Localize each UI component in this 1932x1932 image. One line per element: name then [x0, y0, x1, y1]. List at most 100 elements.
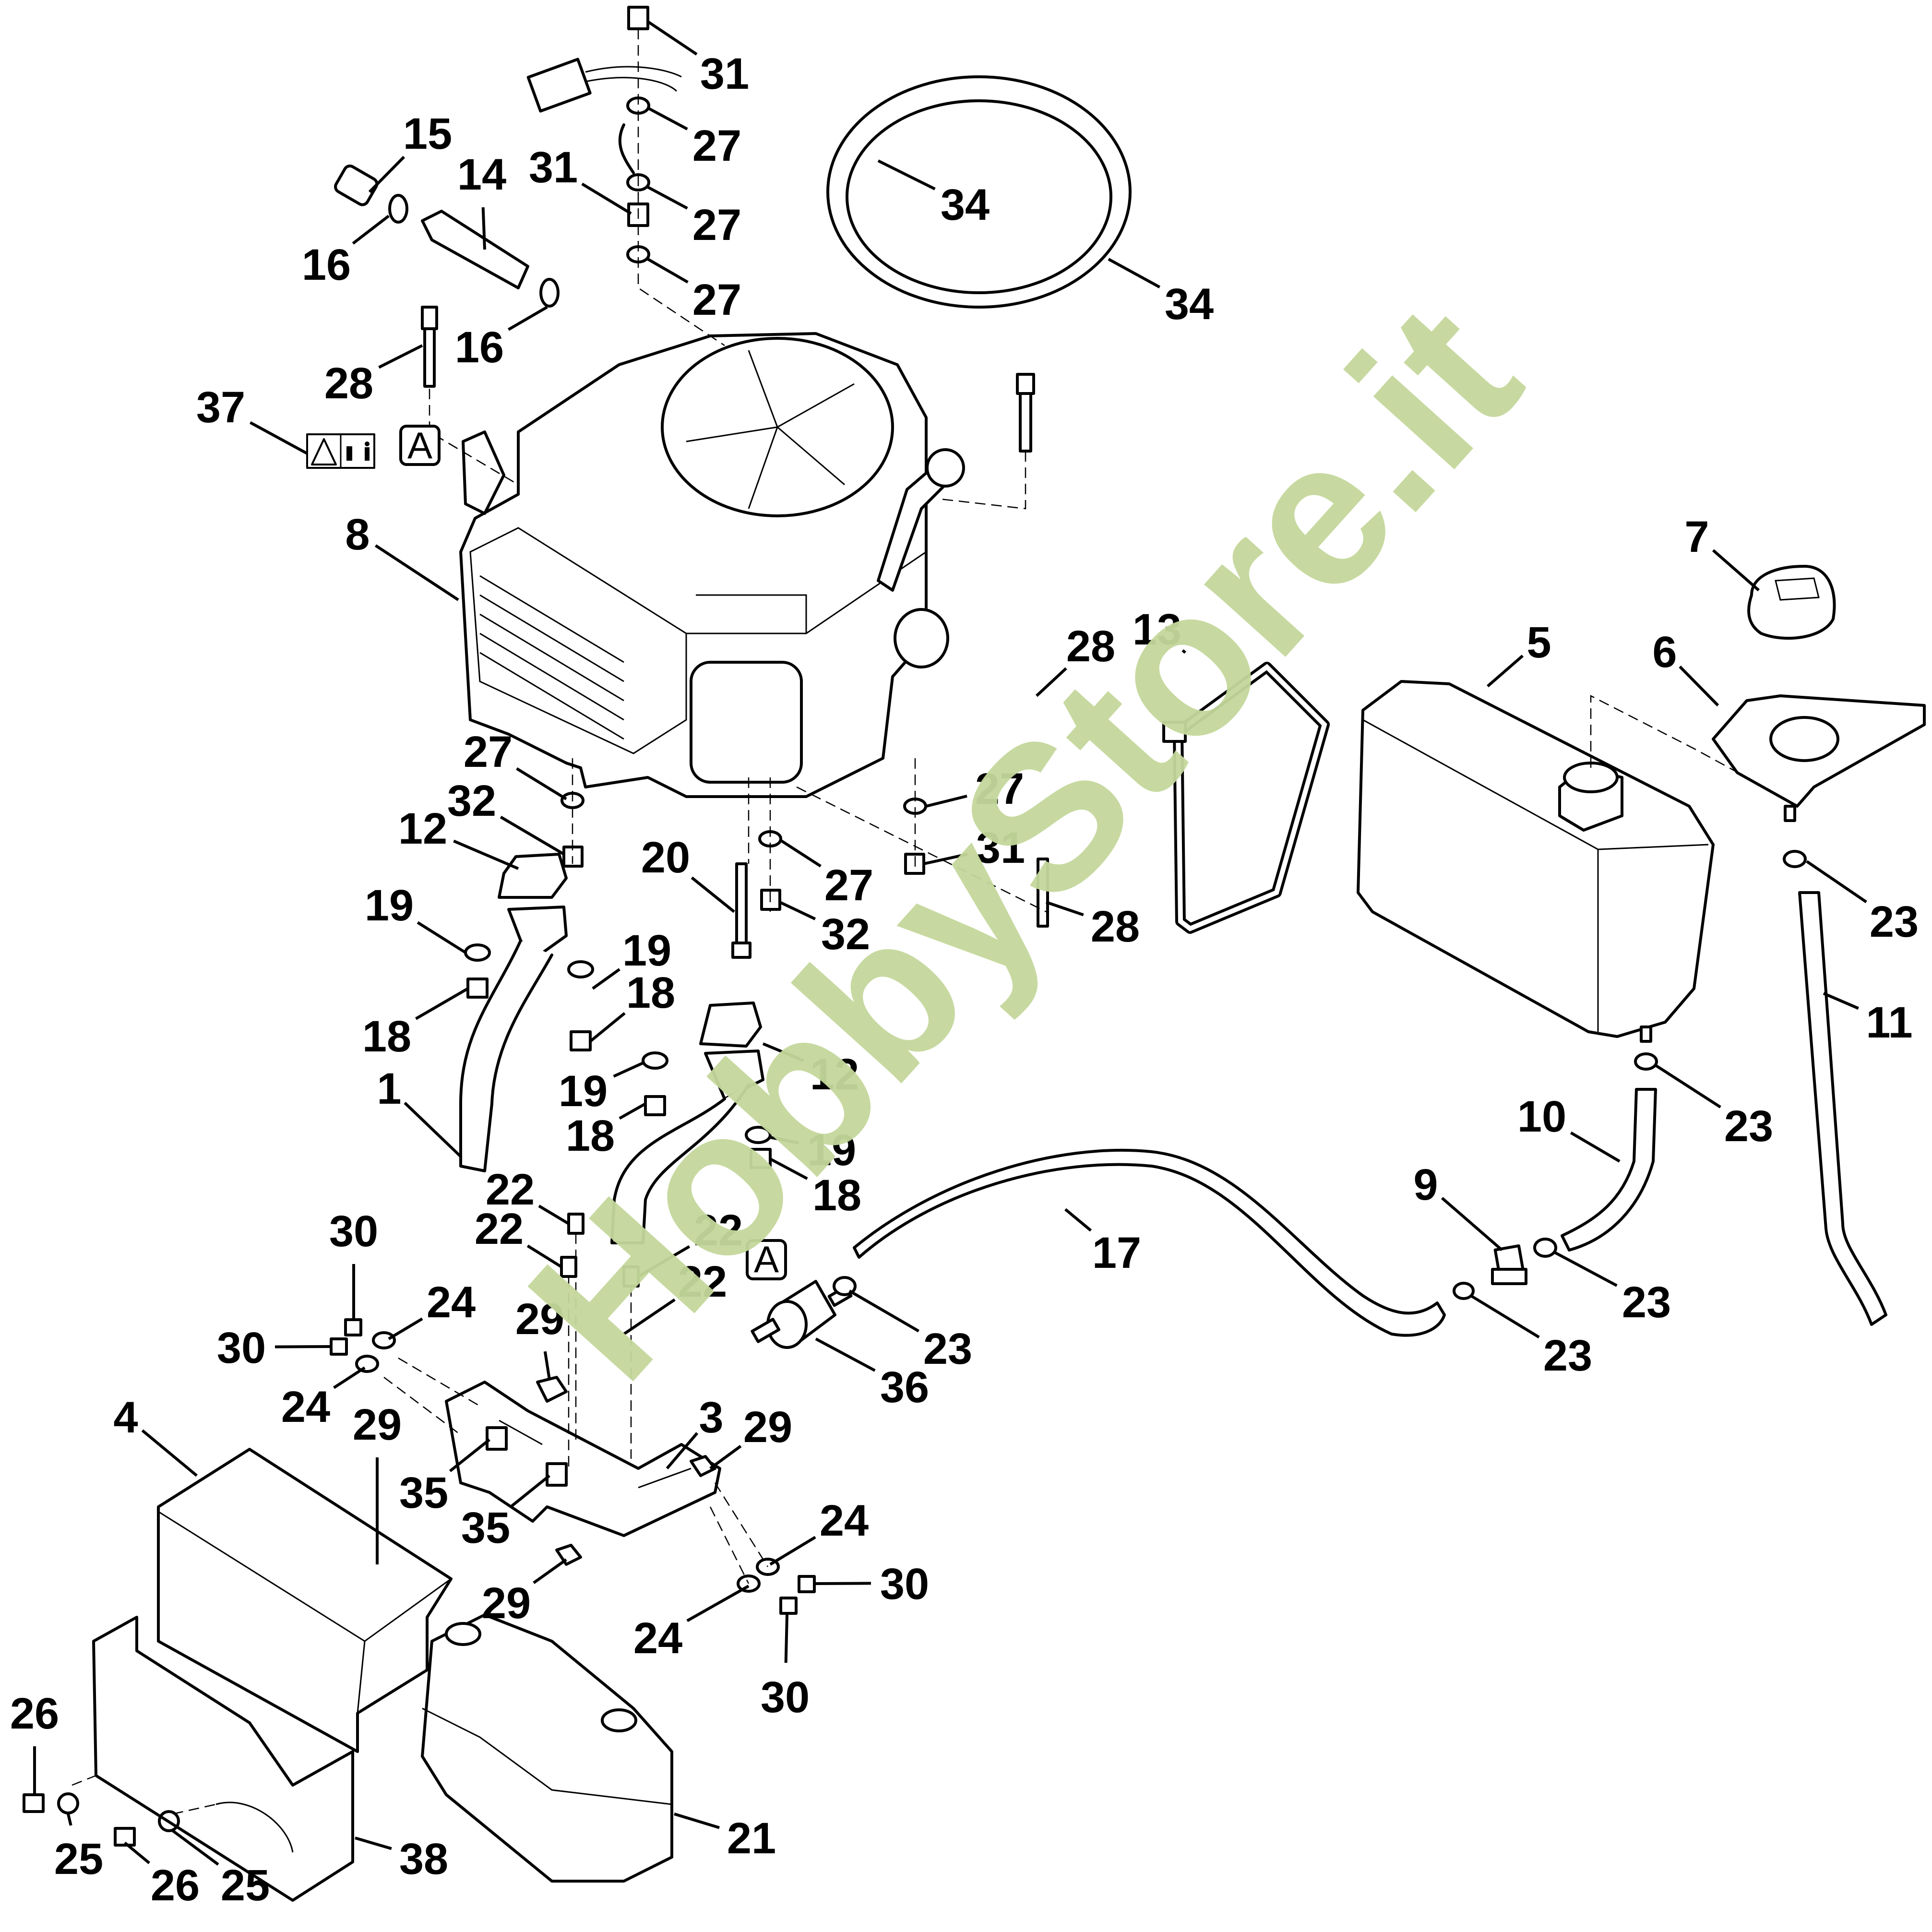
callout-24: 24: [769, 1496, 869, 1566]
leader-line: [769, 1536, 816, 1566]
callout-number: 31: [976, 823, 1025, 872]
callout-19: 19: [592, 926, 671, 990]
leader-line: [637, 1245, 691, 1278]
muffler-bracket-part: [330, 1213, 816, 1615]
leader-line: [417, 921, 466, 954]
leader-line: [1064, 1208, 1092, 1232]
leader-line: [500, 815, 565, 856]
reference-marker-text: A: [754, 1238, 779, 1280]
callout-number: 22: [486, 1165, 535, 1214]
leader-line: [1046, 901, 1084, 917]
callout-14: 14: [457, 150, 506, 250]
callout-22: 22: [475, 1205, 562, 1268]
callout-15: 15: [368, 109, 452, 193]
keep-distance-icon: [346, 446, 352, 461]
leader-line: [1470, 1294, 1540, 1339]
callout-number: 3: [699, 1393, 723, 1442]
callout-number: 24: [820, 1496, 869, 1545]
leader-line: [1570, 1131, 1621, 1163]
callout-19: 19: [770, 1126, 856, 1175]
callout-number: 23: [1543, 1331, 1592, 1380]
callout-number: 30: [329, 1207, 378, 1256]
fuel-hose-part: [1561, 1052, 1658, 1252]
leader-line: [141, 1429, 198, 1477]
callout-number: 6: [1652, 628, 1677, 677]
ring-spacer-part: [826, 75, 1132, 309]
leader-line: [1712, 549, 1760, 592]
leader-line: [647, 107, 688, 131]
callout-20: 20: [641, 833, 735, 913]
callout-6: 6: [1652, 628, 1719, 707]
callout-number: 34: [941, 180, 990, 229]
callout-number: 11: [1866, 998, 1912, 1047]
callout-30: 30: [815, 1560, 929, 1609]
callout-21: 21: [674, 1813, 776, 1863]
leader-line: [543, 1351, 551, 1380]
callout-26: 26: [10, 1689, 59, 1795]
leader-line: [378, 344, 423, 369]
leader-line: [923, 853, 968, 865]
fuel-line-part: [853, 1148, 1475, 1337]
callout-number: 14: [457, 150, 506, 199]
callout-number: 9: [1413, 1160, 1438, 1209]
leader-line: [453, 839, 519, 870]
fuel-tank-part: [1357, 680, 1715, 1043]
callout-4: 4: [113, 1393, 198, 1477]
leader-line: [762, 1042, 804, 1062]
callout-number: 31: [529, 143, 578, 192]
callout-31: 31: [529, 143, 632, 215]
callout-number: 19: [559, 1067, 608, 1116]
callout-number: 30: [761, 1673, 810, 1722]
callout-29: 29: [709, 1403, 792, 1470]
callout-12: 12: [762, 1042, 859, 1099]
callout-number: 27: [692, 275, 741, 324]
callout-18: 18: [769, 1157, 861, 1220]
callout-27: 27: [647, 107, 741, 170]
leader-line: [592, 968, 620, 990]
callout-number: 23: [1622, 1278, 1671, 1327]
callout-5: 5: [1487, 618, 1551, 688]
leader-line: [1181, 649, 1186, 654]
leader-line: [613, 1061, 644, 1078]
leader-line: [1035, 667, 1067, 697]
leader-line: [1441, 1197, 1503, 1252]
leader-line: [623, 1298, 676, 1336]
callout-34: 34: [1108, 258, 1214, 329]
callout-27: 27: [464, 727, 567, 800]
leader-line: [449, 1438, 490, 1472]
callout-19: 19: [365, 881, 466, 954]
callout-7: 7: [1684, 513, 1760, 592]
heat-shield-part: [157, 1448, 453, 1753]
callout-number: 26: [10, 1689, 59, 1738]
leader-line: [67, 1813, 72, 1826]
callout-17: 17: [1064, 1208, 1141, 1277]
callout-37: 37: [196, 383, 308, 455]
leader-line: [516, 767, 567, 800]
callout-number: 27: [975, 764, 1024, 813]
callout-number: 32: [821, 910, 870, 959]
callout-9: 9: [1413, 1160, 1503, 1252]
callout-23: 23: [1655, 1064, 1773, 1151]
callout-24: 24: [388, 1278, 476, 1340]
callout-number: 31: [700, 49, 749, 98]
callout-number: 25: [221, 1861, 270, 1910]
leader-line: [877, 159, 936, 191]
callout-number: 30: [217, 1324, 266, 1372]
callout-18: 18: [589, 968, 675, 1043]
leader-line: [1108, 258, 1161, 289]
callout-number: 10: [1517, 1092, 1566, 1141]
leader-line: [1679, 666, 1719, 707]
callout-18: 18: [362, 987, 469, 1061]
callout-number: 12: [810, 1050, 859, 1099]
leader-line: [647, 186, 688, 210]
leader-line: [770, 1136, 799, 1145]
safety-label: [306, 433, 375, 469]
callout-number: 16: [455, 323, 504, 372]
fuel-filter-part: [751, 1276, 857, 1349]
leader-line: [784, 1614, 788, 1663]
callout-25: 25: [172, 1829, 270, 1910]
leader-line: [1554, 1251, 1618, 1287]
callout-number: 19: [365, 881, 414, 930]
callout-19: 19: [559, 1061, 644, 1116]
leader-line: [368, 155, 405, 193]
